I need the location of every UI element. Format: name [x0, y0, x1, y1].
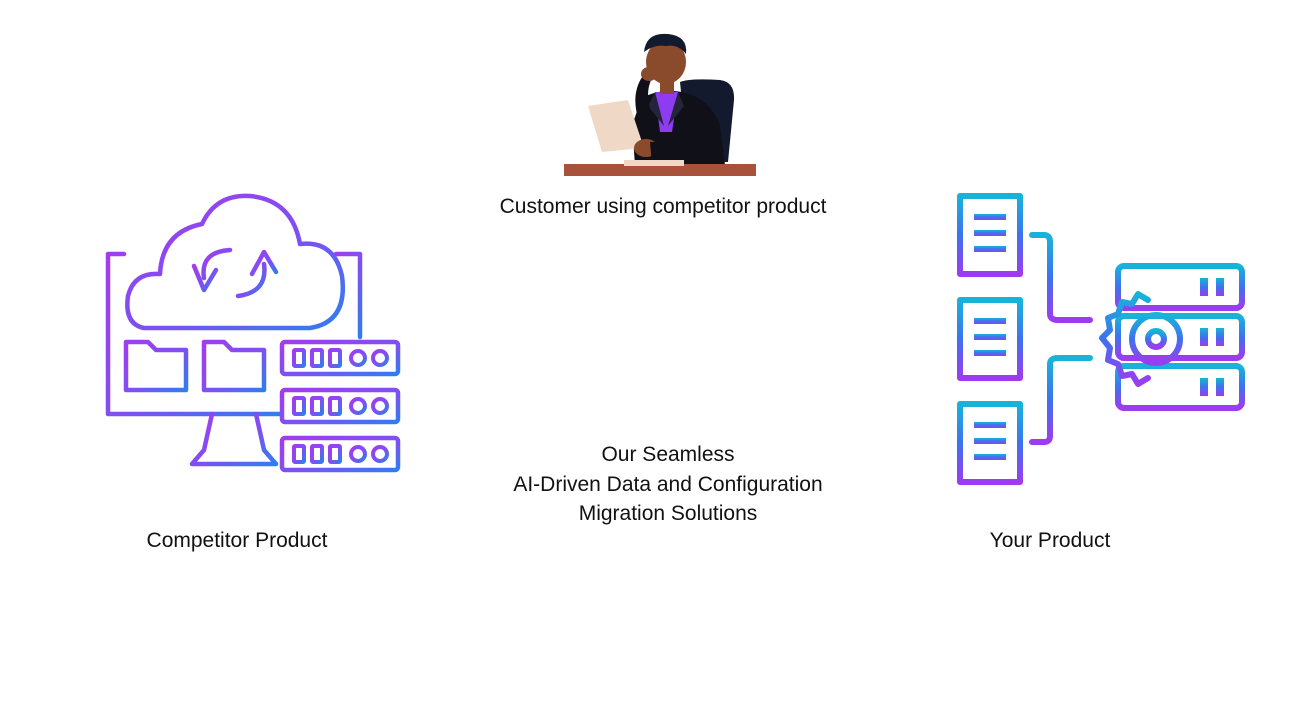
center-line-2: AI-Driven Data and Configuration: [513, 472, 823, 496]
center-line-1: Our Seamless: [601, 443, 735, 466]
center-line-3: Migration Solutions: [578, 502, 758, 525]
customer-label: Customer using competitor product: [499, 195, 827, 218]
migration-solutions-text: Our Seamless AI-Driven Data and Configur…: [468, 440, 868, 529]
customer-illustration: [560, 30, 760, 180]
your-product-label: Your Product: [989, 529, 1111, 552]
cloud-sync-computer-server-icon: [104, 192, 404, 487]
competitor-product-label: Competitor Product: [146, 529, 328, 552]
documents-server-gear-icon: [952, 190, 1252, 488]
